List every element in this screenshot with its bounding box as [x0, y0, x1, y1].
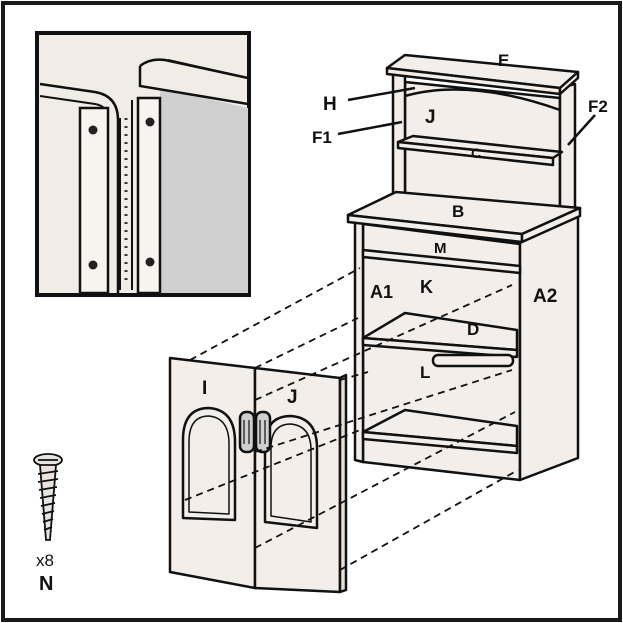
label-A2: A2: [533, 286, 557, 307]
screw-letter: N: [39, 573, 53, 595]
label-K: K: [420, 277, 433, 297]
label-B: B: [452, 202, 464, 221]
alignment-lines: [184, 267, 519, 571]
label-D: D: [467, 320, 479, 339]
label-I: I: [202, 378, 207, 399]
hutch-top: [385, 53, 580, 214]
lower-cabinet: [346, 190, 582, 482]
label-E: E: [498, 51, 509, 70]
leader-lines: [337, 86, 596, 146]
label-C: C: [471, 145, 481, 161]
label-J-hutch: J: [425, 107, 436, 128]
doors: [168, 356, 348, 594]
screw-icon: [33, 453, 63, 541]
screw-quantity: x8: [36, 551, 54, 570]
label-F2: F2: [588, 97, 608, 116]
label-M: M: [434, 240, 447, 257]
label-F1: F1: [312, 128, 332, 147]
label-L: L: [420, 363, 430, 382]
label-H: H: [323, 94, 337, 115]
hinge-detail-icon: [35, 31, 251, 297]
label-A1: A1: [370, 282, 393, 302]
label-J-door: J: [287, 387, 298, 408]
